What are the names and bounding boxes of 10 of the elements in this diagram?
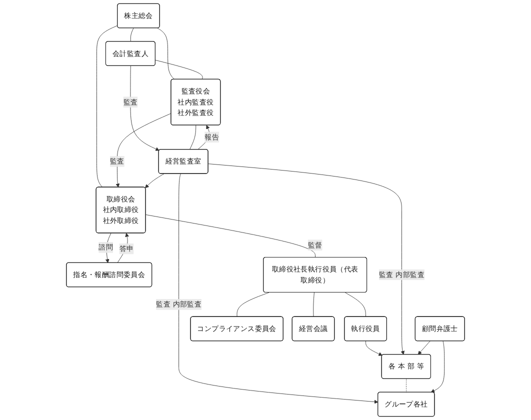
connector [313, 292, 314, 318]
connector [236, 292, 270, 318]
connector [406, 378, 407, 393]
connector [157, 28, 175, 80]
connector [344, 292, 366, 318]
connector [96, 25, 118, 188]
connector [189, 125, 196, 150]
connector [130, 28, 134, 42]
connector [155, 60, 203, 80]
connector [146, 214, 316, 258]
